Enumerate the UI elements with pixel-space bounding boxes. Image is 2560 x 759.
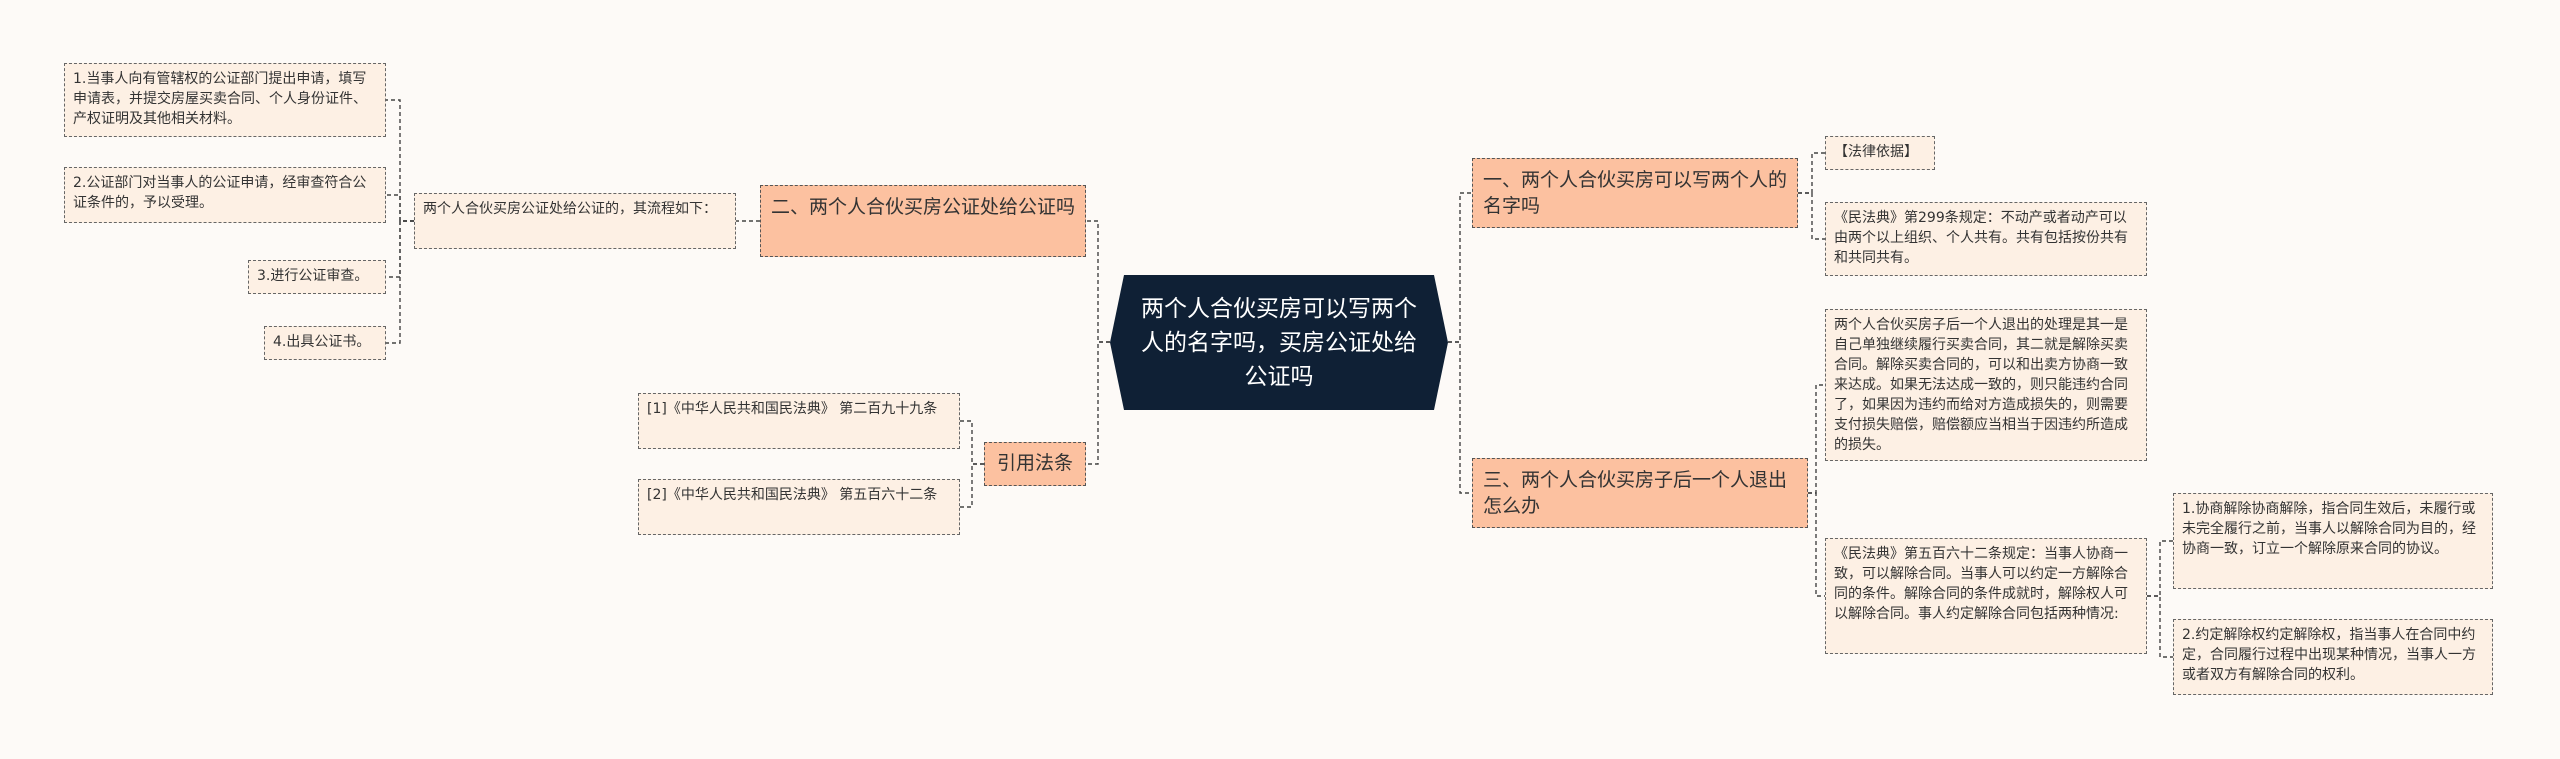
- leaf-agreed-termination-right[interactable]: 2.约定解除权约定解除权，指当事人在合同中约定，合同履行过程中出现某种情况，当事…: [2173, 619, 2493, 695]
- edge-b1-code299: [1798, 192, 1825, 240]
- edge-cited-299: [960, 420, 984, 465]
- leaf-text: 2.约定解除权约定解除权，指当事人在合同中约定，合同履行过程中出现某种情况，当事…: [2182, 627, 2476, 683]
- leaf-text: [2]《中华人民共和国民法典》 第五百六十二条: [647, 487, 938, 503]
- leaf-citation-562[interactable]: [2]《中华人民共和国民法典》 第五百六十二条: [638, 479, 960, 535]
- central-hexagon-shape: [1110, 275, 1448, 410]
- leaf-text: 3.进行公证审查。: [257, 268, 369, 284]
- branch-cited-laws[interactable]: 引用法条: [984, 442, 1086, 486]
- leaf-text: 1.当事人向有管辖权的公证部门提出申请，填写申请表，并提交房屋买卖合同、个人身份…: [73, 71, 367, 127]
- leaf-exit-handling[interactable]: 两个人合伙买房子后一个人退出的处理是其一是自己单独继续履行买卖合同，其二就是解除…: [1825, 309, 2147, 461]
- central-topic[interactable]: 两个人合伙买房可以写两个人的名字吗，买房公证处给公证吗: [1110, 275, 1448, 410]
- leaf-text: 两个人合伙买房子后一个人退出的处理是其一是自己单独继续履行买卖合同，其二就是解除…: [1834, 317, 2128, 453]
- leaf-text: 《民法典》第五百六十二条规定：当事人协商一致，可以解除合同。当事人可以约定一方解…: [1834, 546, 2128, 622]
- edge-center-branch3: [1448, 341, 1472, 494]
- leaf-notary-process-intro[interactable]: 两个人合伙买房公证处给公证的，其流程如下：: [414, 193, 736, 249]
- central-topic-label: 两个人合伙买房可以写两个人的名字吗，买房公证处给公证吗: [1141, 295, 1417, 390]
- edge-b1-legal-basis: [1798, 152, 1825, 194]
- edge-intro-step4: [386, 220, 414, 344]
- leaf-text: [1]《中华人民共和国民法典》 第二百九十九条: [647, 401, 938, 417]
- branch-one-person-exits[interactable]: 三、两个人合伙买房子后一个人退出怎么办: [1472, 458, 1808, 528]
- leaf-text: 两个人合伙买房公证处给公证的，其流程如下：: [423, 201, 717, 217]
- branch-notary-office[interactable]: 二、两个人合伙买房公证处给公证吗: [760, 185, 1086, 257]
- branch-label: 一、两个人合伙买房可以写两个人的名字吗: [1483, 169, 1788, 217]
- leaf-step-3-review[interactable]: 3.进行公证审查。: [248, 260, 386, 294]
- leaf-civil-code-299[interactable]: 《民法典》第299条规定：不动产或者动产可以由两个以上组织、个人共有。共有包括按…: [1825, 202, 2147, 276]
- leaf-step-1-apply[interactable]: 1.当事人向有管辖权的公证部门提出申请，填写申请表，并提交房屋买卖合同、个人身份…: [64, 63, 386, 137]
- edge-center-branch1: [1448, 192, 1472, 343]
- branch-label: 三、两个人合伙买房子后一个人退出怎么办: [1483, 469, 1788, 517]
- leaf-step-2-accept[interactable]: 2.公证部门对当事人的公证申请，经审查符合公证条件的，予以受理。: [64, 167, 386, 223]
- edge-cited-562: [960, 463, 984, 508]
- leaf-text: 【法律依据】: [1834, 144, 1918, 160]
- leaf-citation-299[interactable]: [1]《中华人民共和国民法典》 第二百九十九条: [638, 393, 960, 449]
- branch-label: 引用法条: [996, 452, 1073, 474]
- leaf-legal-basis[interactable]: 【法律依据】: [1825, 136, 1935, 170]
- edge-562-negotiated: [2147, 540, 2173, 597]
- edge-intro-step1: [386, 99, 414, 222]
- branch-can-write-two-names[interactable]: 一、两个人合伙买房可以写两个人的名字吗: [1472, 158, 1798, 228]
- edge-562-agreed: [2147, 595, 2173, 658]
- edge-intro-step3: [386, 220, 414, 278]
- leaf-step-4-issue[interactable]: 4.出具公证书。: [264, 326, 386, 360]
- edge-intro-step2: [386, 194, 414, 222]
- branch-label: 二、两个人合伙买房公证处给公证吗: [771, 196, 1076, 218]
- edge-b3-exit: [1808, 384, 1825, 494]
- leaf-negotiated-termination[interactable]: 1.协商解除协商解除，指合同生效后，未履行或未完全履行之前，当事人以解除合同为目…: [2173, 493, 2493, 589]
- leaf-text: 2.公证部门对当事人的公证申请，经审查符合公证条件的，予以受理。: [73, 175, 367, 211]
- leaf-text: 《民法典》第299条规定：不动产或者动产可以由两个以上组织、个人共有。共有包括按…: [1834, 210, 2128, 266]
- edge-center-cited: [1086, 341, 1110, 465]
- leaf-civil-code-562[interactable]: 《民法典》第五百六十二条规定：当事人协商一致，可以解除合同。当事人可以约定一方解…: [1825, 538, 2147, 654]
- leaf-text: 1.协商解除协商解除，指合同生效后，未履行或未完全履行之前，当事人以解除合同为目…: [2182, 501, 2476, 557]
- edge-b3-code562: [1808, 492, 1825, 597]
- leaf-text: 4.出具公证书。: [273, 334, 371, 350]
- edge-center-branch2: [1086, 220, 1110, 343]
